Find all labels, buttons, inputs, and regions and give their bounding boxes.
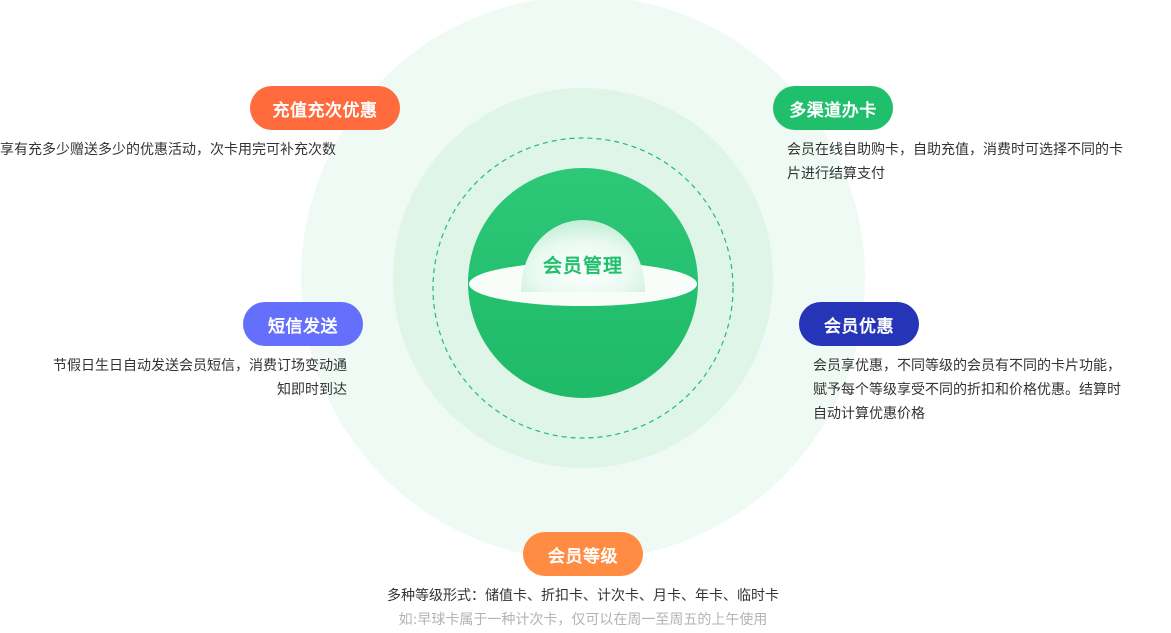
recharge-discount-pill: 充值充次优惠 [250,86,400,130]
center-label: 会员管理 [542,254,623,277]
channels-desc-line-1: 会员在线自助购卡，自助充值，消费时可选择不同的卡 [787,142,1123,158]
discount-desc-line-1: 会员享优惠，不同等级的会员有不同的卡片功能， [813,358,1121,374]
member-level-pill: 会员等级 [523,532,643,576]
channels-desc-line-2: 片进行结算支付 [787,166,885,182]
member-discount-pill: 会员优惠 [799,302,919,346]
sms-desc-line-2: 知即时到达 [277,382,347,398]
multi-channel-card-pill: 多渠道办卡 [773,86,893,130]
multi-channel-card-desc: 会员在线自助购卡，自助充值，消费时可选择不同的卡 片进行结算支付 [787,138,1123,186]
recharge-desc-text: 享有充多少赠送多少的优惠活动，次卡用完可补充次数 [0,142,336,158]
sphere-dome [521,220,645,292]
discount-desc-line-3: 自动计算优惠价格 [813,406,925,422]
discount-desc-line-2: 赋予每个等级享受不同的折扣和价格优惠。结算时 [813,382,1121,398]
sms-pill: 短信发送 [243,302,363,346]
levels-desc-line-1: 多种等级形式：储值卡、折扣卡、计次卡、月卡、年卡、临时卡 [387,588,779,604]
member-discount-desc: 会员享优惠，不同等级的会员有不同的卡片功能， 赋予每个等级享受不同的折扣和价格优… [813,354,1121,426]
levels-desc-line-2: 如:早球卡属于一种计次卡，仅可以在周一至周五的上午使用 [398,612,768,628]
sms-desc: 节假日生日自动发送会员短信，消费订场变动通 知即时到达 [53,354,347,402]
recharge-discount-desc: 享有充多少赠送多少的优惠活动，次卡用完可补充次数 [0,138,336,162]
sms-desc-line-1: 节假日生日自动发送会员短信，消费订场变动通 [53,358,347,374]
member-level-desc: 多种等级形式：储值卡、折扣卡、计次卡、月卡、年卡、临时卡 如:早球卡属于一种计次… [283,584,883,632]
dashed-orbit [432,137,734,439]
